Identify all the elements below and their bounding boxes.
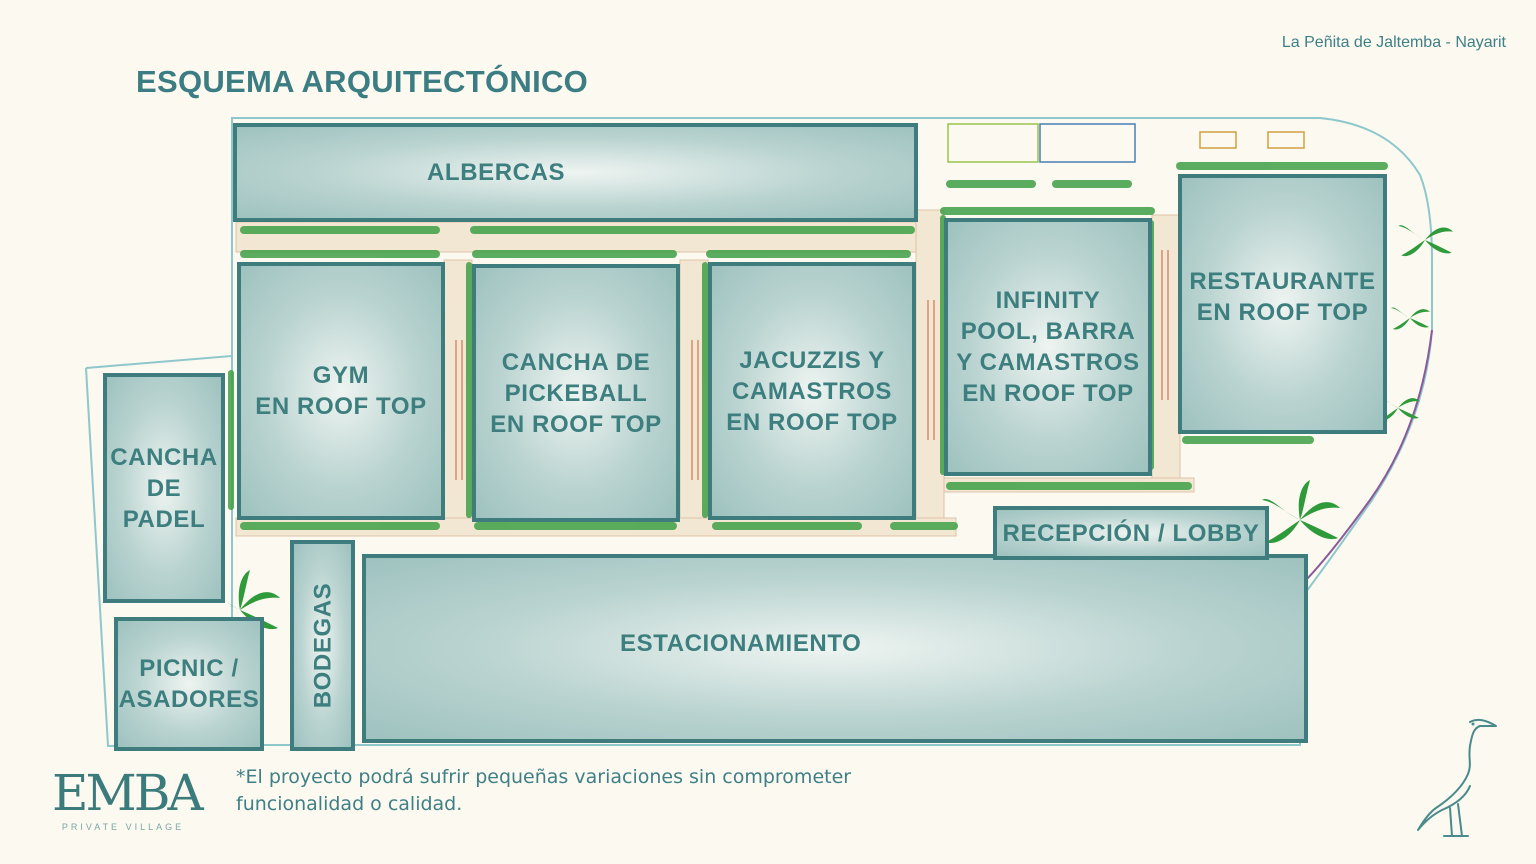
zone-padel-label: CANCHA DE PADEL (110, 443, 218, 533)
zone-restaurante-label: RESTAURANTE EN ROOF TOP (1189, 268, 1376, 326)
brand-logo: EMBA PRIVATE VILLAGE (52, 764, 204, 832)
road-curve (1305, 329, 1433, 581)
zone-pickleball-label: CANCHA DE PICKEBALL EN ROOF TOP (490, 348, 662, 438)
zone-estacionamiento: ESTACIONAMIENTO (362, 554, 1308, 743)
logo-tagline: PRIVATE VILLAGE (61, 822, 185, 832)
zone-bodegas-label: BODEGAS (309, 582, 336, 709)
heron-icon (1417, 718, 1497, 837)
zone-jacuzzis: JACUZZIS Y CAMASTROS EN ROOF TOP (708, 262, 916, 520)
zone-padel: CANCHA DE PADEL (103, 373, 225, 603)
restroom-block (947, 123, 1305, 163)
zone-infinity-pool: INFINITY POOL, BARRA Y CAMASTROS EN ROOF… (944, 218, 1152, 476)
zone-picnic-label: PICNIC / ASADORES (118, 655, 260, 713)
zone-picnic: PICNIC / ASADORES (114, 617, 264, 751)
deck-lines (455, 250, 1169, 480)
page-title: ESQUEMA ARQUITECTÓNICO (136, 64, 589, 99)
disclaimer-note: *El proyecto podrá sufrir pequeñas varia… (236, 766, 852, 815)
location-label: La Peñita de Jaltemba - Nayarit (1281, 34, 1506, 51)
zone-jacuzzis-label: JACUZZIS Y CAMASTROS EN ROOF TOP (726, 346, 898, 436)
zone-recepcion-label: RECEPCIÓN / LOBBY (1002, 519, 1260, 547)
zone-bodegas: BODEGAS (290, 540, 355, 751)
zone-gym-label: GYM EN ROOF TOP (255, 362, 427, 420)
zone-recepcion: RECEPCIÓN / LOBBY (993, 506, 1269, 560)
zone-albercas: ALBERCAS (233, 123, 918, 222)
zone-infinity-pool-label: INFINITY POOL, BARRA Y CAMASTROS EN ROOF… (956, 287, 1140, 407)
zone-restaurante: RESTAURANTE EN ROOF TOP (1178, 174, 1387, 434)
logo-mark: EMBA (52, 764, 204, 822)
zone-estacionamiento-label: ESTACIONAMIENTO (620, 630, 862, 657)
zone-albercas-label: ALBERCAS (427, 159, 566, 186)
zone-pickleball: CANCHA DE PICKEBALL EN ROOF TOP (472, 264, 680, 522)
zone-gym: GYM EN ROOF TOP (237, 262, 445, 520)
